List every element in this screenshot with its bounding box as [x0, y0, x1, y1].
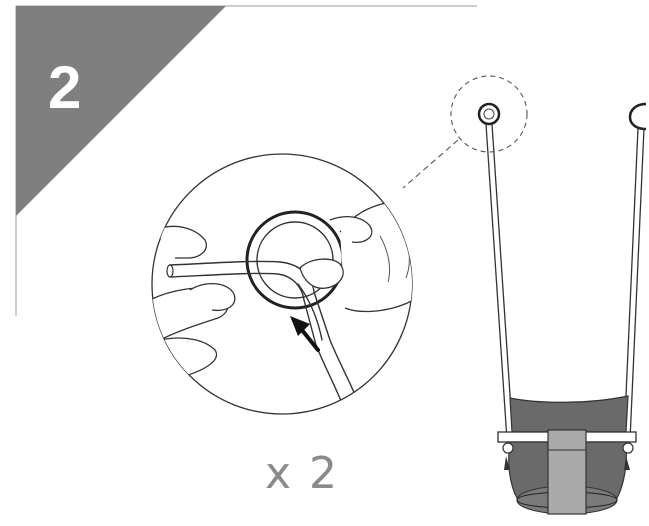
step-number: 2 [48, 54, 81, 121]
right-top-ring [628, 102, 647, 131]
swing-illustration [477, 102, 647, 515]
step-badge: 2 [16, 6, 226, 216]
arrow-up-left-icon [290, 316, 320, 352]
seat-back [509, 395, 629, 433]
callout [402, 75, 528, 189]
right-buckle-icon [622, 442, 634, 470]
left-rope [485, 123, 508, 441]
detail-view [151, 153, 413, 415]
left-buckle-icon [502, 442, 514, 470]
callout-connector [402, 139, 459, 189]
quantity-label: x 2 [265, 448, 339, 499]
right-rope [623, 127, 639, 441]
callout-circle [450, 75, 528, 153]
step-badge-triangle [16, 6, 226, 216]
center-strap [547, 429, 587, 515]
